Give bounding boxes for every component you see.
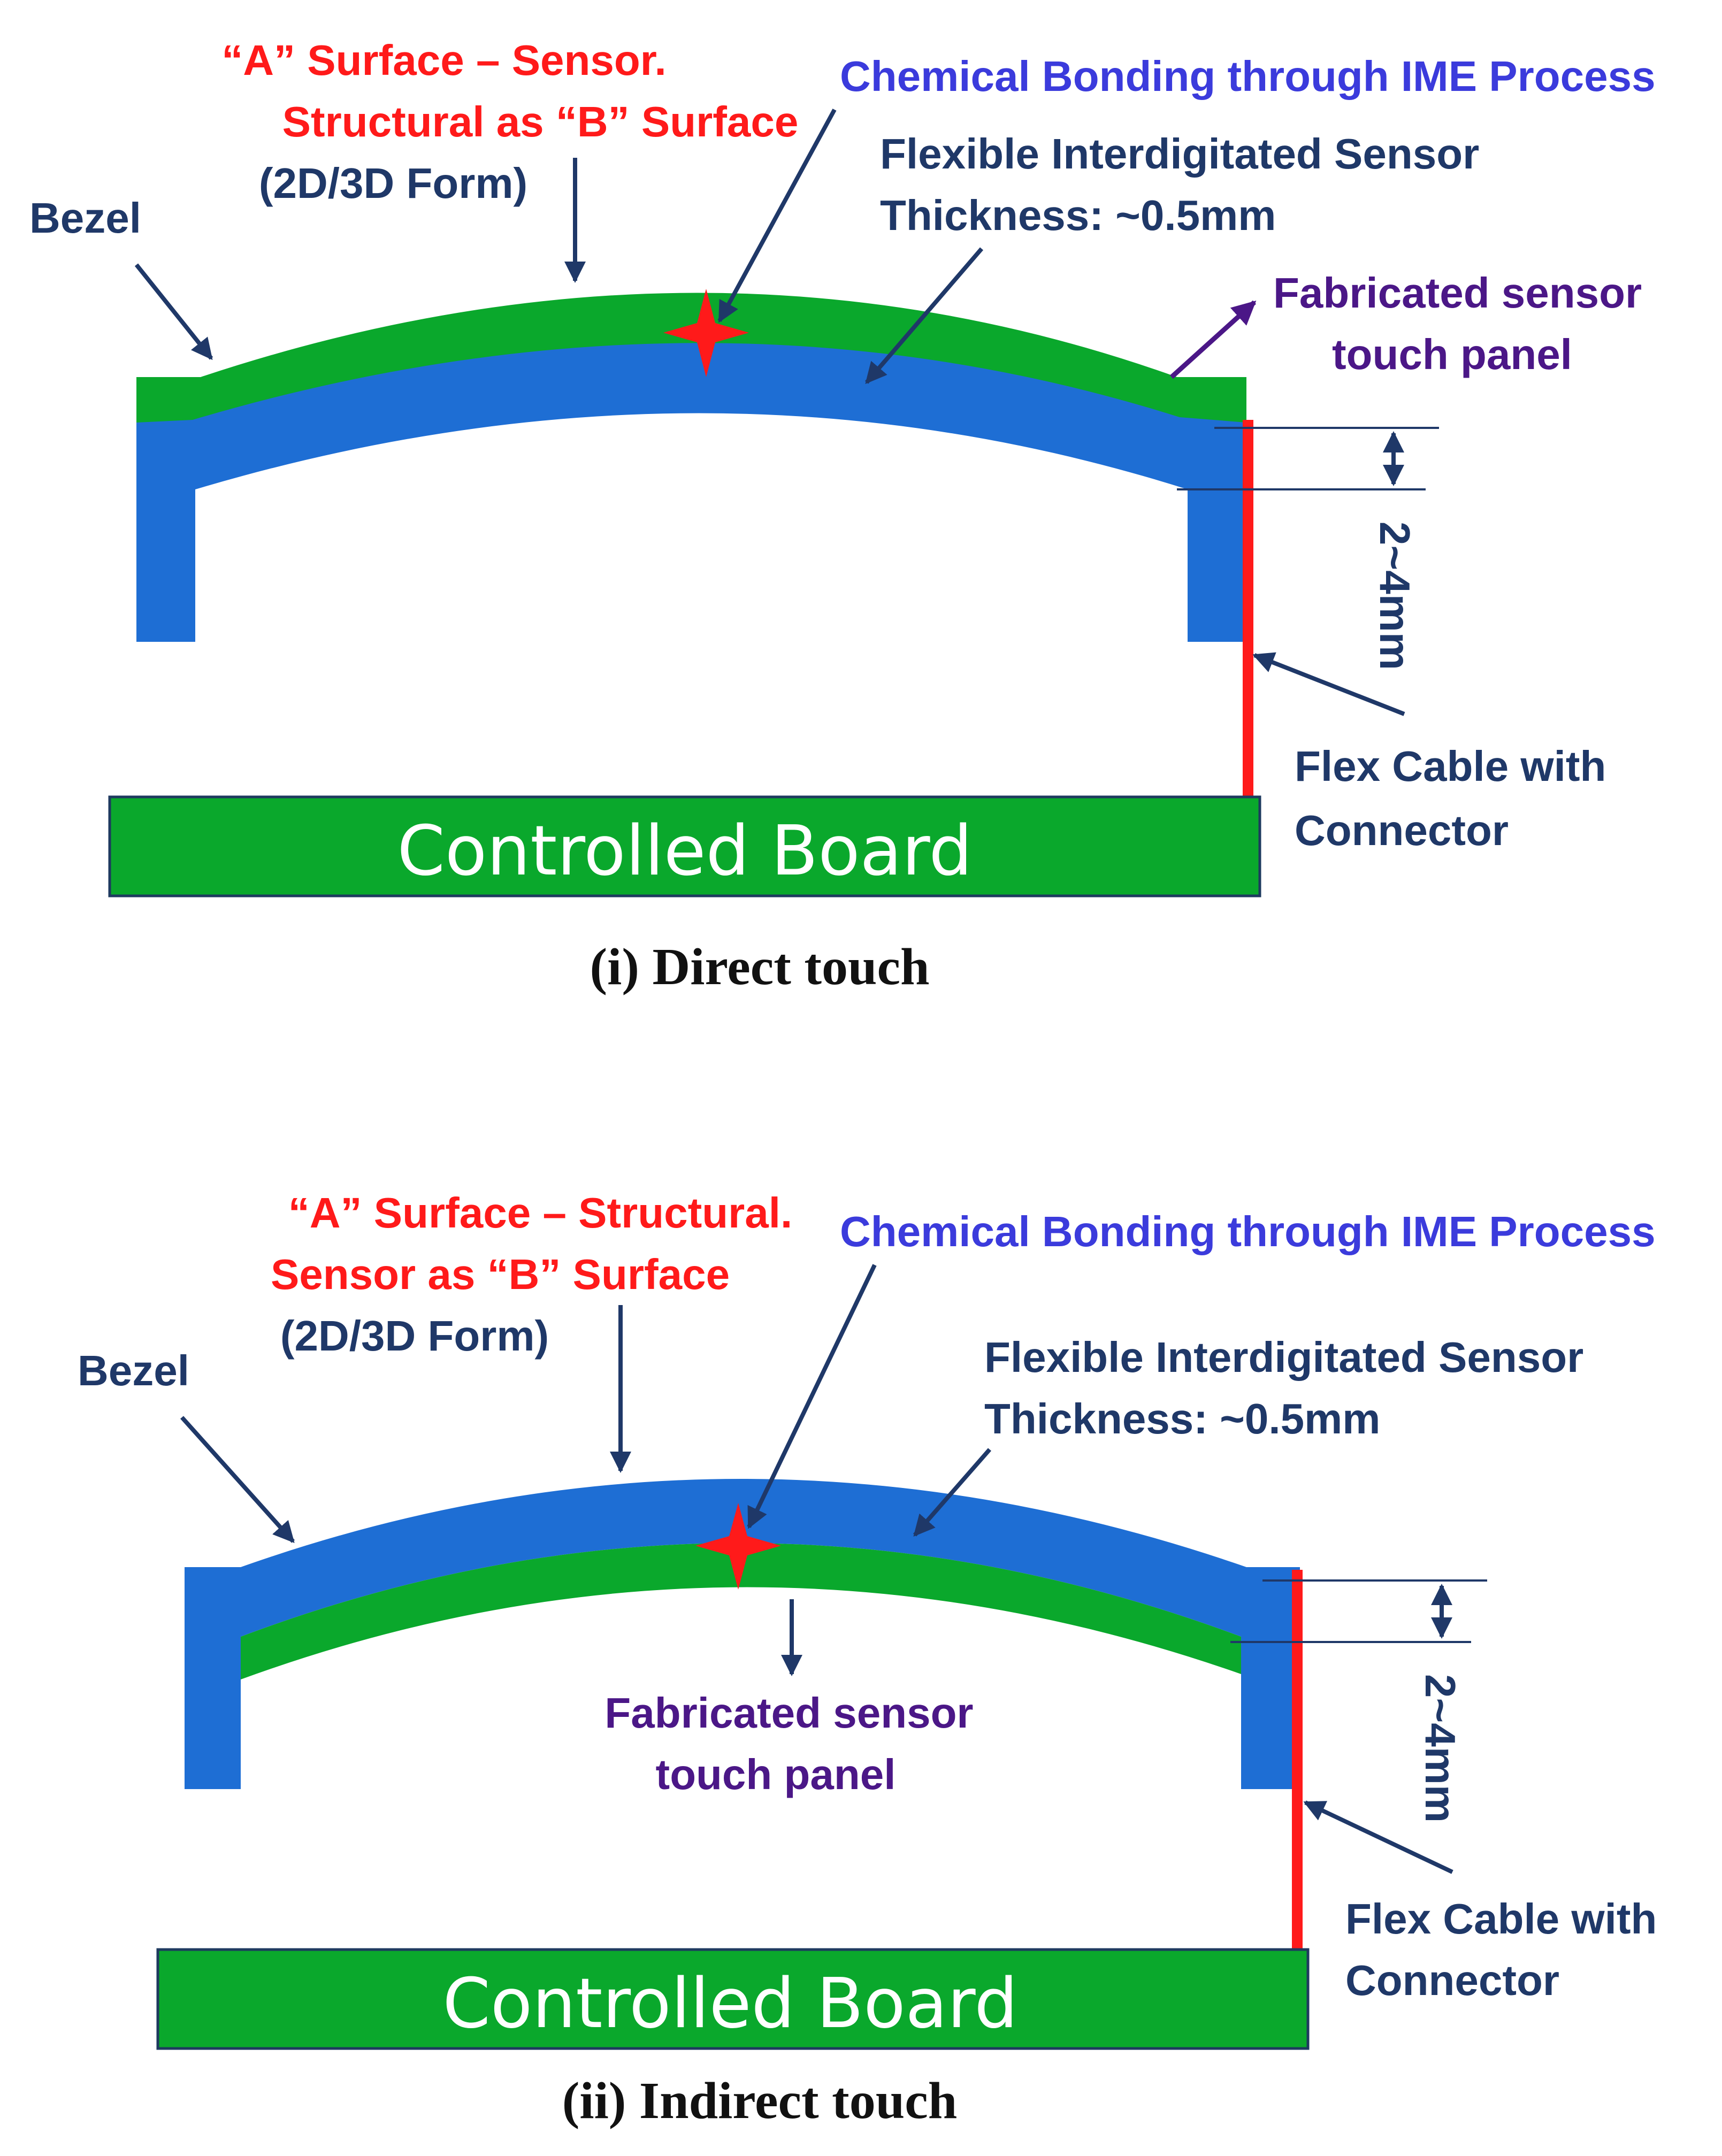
indirect-bezel-arrow [180,1416,295,1543]
direct-sensor-arrow [864,247,984,385]
indirect-sensor-line1: Flexible Interdigitated Sensor [984,1333,1583,1381]
indirect-sensor-line2: Thickness: ~0.5mm [984,1395,1380,1443]
indirect-form-label: (2D/3D Form) [280,1312,549,1360]
direct-flex-line2: Connector [1295,807,1509,854]
direct-sensor-line1: Flexible Interdigitated Sensor [880,130,1479,178]
direct-controlled-board [108,795,1261,897]
direct-bezel-arrow [134,263,213,360]
indirect-flex-line2: Connector [1345,1956,1559,2004]
direct-panel-line2: touch panel [1332,331,1572,378]
indirect-bonding-star-icon [695,1503,781,1590]
indirect-flex-arrow [1303,1800,1453,1874]
direct-bezel-structure [136,318,1246,642]
indirect-a-surface-line2: Sensor as “B” Surface [271,1250,730,1298]
direct-board-label: Controlled Board [397,811,972,891]
direct-chemical-bonding-label: Chemical Bonding through IME Process [840,52,1656,100]
indirect-sensor-layer [241,1543,1241,1679]
indirect-caption: (ii) Indirect touch [562,2072,958,2130]
indirect-a-surface-line1: “A” Surface – Structural. [288,1189,793,1237]
indirect-dimension-label: 2~4mm [1417,1674,1464,1823]
direct-panel-arrow [1169,300,1257,379]
direct-dimension-label: 2~4mm [1371,521,1419,670]
indirect-bezel-label: Bezel [78,1347,189,1394]
direct-form-label: (2D/3D Form) [259,159,527,207]
indirect-bonding-arrow [747,1264,877,1529]
direct-touch-diagram: Controlled Board 2~4mm “A” Surface – Sen… [29,36,1656,996]
indirect-bezel-structure [185,1479,1300,1789]
direct-caption: (i) Direct touch [590,938,930,996]
indirect-flex-line1: Flex Cable with [1345,1895,1657,1943]
direct-sensor-line2: Thickness: ~0.5mm [880,191,1276,239]
indirect-controlled-board [156,1948,1310,2050]
direct-panel-line1: Fabricated sensor [1273,269,1642,317]
direct-sensor-layer [136,293,1246,423]
direct-flex-arrow [1252,652,1405,716]
direct-a-surface-line1: “A” Surface – Sensor. [221,36,666,84]
direct-a-surface-line2: Structural as “B” Surface [282,98,799,145]
indirect-board-label: Controlled Board [442,1964,1017,2044]
indirect-chemical-bonding-label: Chemical Bonding through IME Process [840,1208,1656,1255]
direct-bezel-label: Bezel [29,194,141,242]
direct-bonding-star-icon [663,289,749,377]
indirect-sensor-arrow [913,1448,992,1537]
direct-flex-line1: Flex Cable with [1295,742,1606,790]
indirect-panel-line2: touch panel [656,1751,896,1798]
indirect-touch-diagram: Controlled Board 2~4mm “A” Surface – Str… [78,1189,1657,2130]
direct-bonding-arrow [717,109,837,323]
indirect-panel-line1: Fabricated sensor [604,1689,973,1737]
